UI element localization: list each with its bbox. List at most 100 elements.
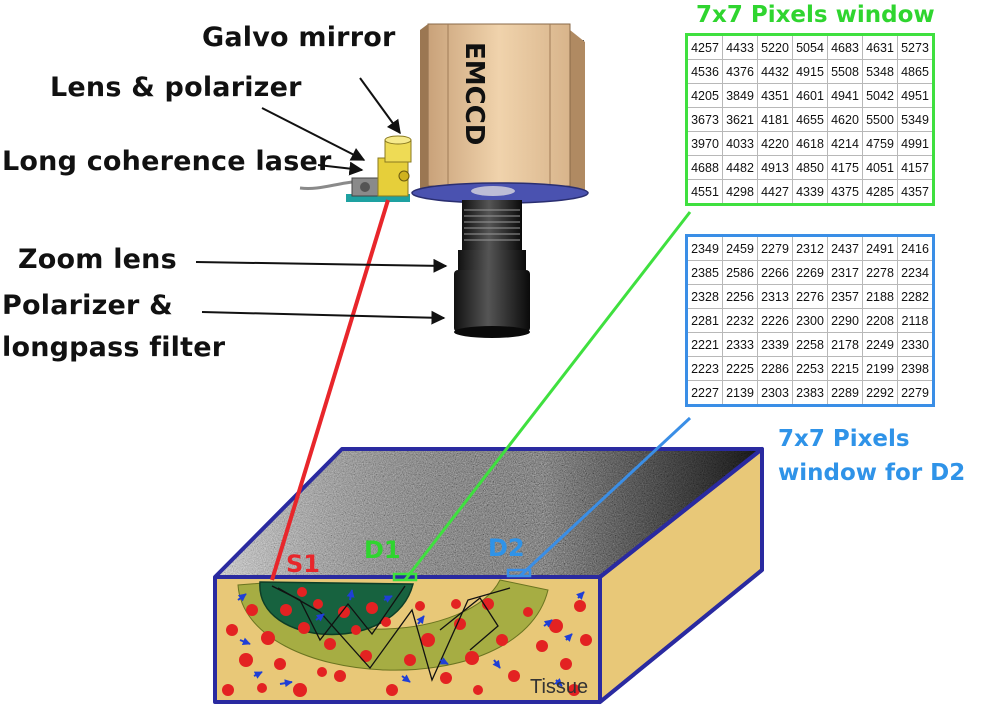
pixel-value-cell: 4991 [897,131,934,156]
pixel-value-cell: 2383 [792,380,828,406]
pixel-value-cell: 4601 [792,83,828,108]
d2-label: D2 [488,534,525,562]
zoom-lens-body [454,200,530,338]
pixel-value-cell: 2234 [897,260,934,285]
pixel-value-cell: 2188 [862,284,898,309]
pixel-value-cell: 2286 [757,356,793,381]
pixel-value-cell: 2253 [792,356,828,381]
d2-sight-line [518,416,692,578]
d1-sight-line [403,211,692,581]
pixel-value-cell: 2385 [686,260,723,285]
d1-label: D1 [364,536,401,564]
emccd-label: EMCCD [459,42,489,145]
pixel-value-cell: 4433 [722,34,758,60]
pixel-value-cell: 4339 [792,179,828,205]
pixel-value-cell: 4298 [722,179,758,205]
pixel-value-cell: 3970 [686,131,723,156]
window-d2-title-line1: 7x7 Pixels [778,426,910,452]
pixel-value-cell: 3849 [722,83,758,108]
pixel-value-cell: 2223 [686,356,723,381]
pixel-value-cell: 4865 [897,59,934,84]
pixel-value-cell: 4941 [827,83,863,108]
pixel-value-cell: 2398 [897,356,934,381]
pixel-value-cell: 4915 [792,59,828,84]
pixel-value-cell: 4913 [757,155,793,180]
tissue-box: Tissue [213,447,764,704]
galvo-mirror-label: Galvo mirror [202,22,396,53]
laser-assembly [299,135,412,202]
pixel-value-cell: 4655 [792,107,828,132]
pixel-value-cell: 2317 [827,260,863,285]
pixel-value-cell: 2225 [722,356,758,381]
pixel-value-cell: 4631 [862,34,898,60]
pixel-value-cell: 4951 [897,83,934,108]
pixel-value-cell: 2278 [862,260,898,285]
pixel-value-cell: 2256 [722,284,758,309]
pixel-value-cell: 2269 [792,260,828,285]
pixel-value-cell: 2289 [827,380,863,406]
pixel-value-cell: 4220 [757,131,793,156]
pixel-value-cell: 2232 [722,308,758,333]
pixel-value-cell: 2459 [722,235,758,261]
pixel-value-cell: 4257 [686,34,723,60]
window-d2-title-line2: window for D2 [778,460,966,486]
pixel-value-cell: 4683 [827,34,863,60]
pixel-value-cell: 5349 [897,107,934,132]
laser-label: Long coherence laser [2,146,332,177]
polarizer-filter-label-line1: Polarizer & [2,290,173,321]
pixel-value-cell: 2328 [686,284,723,309]
pixel-value-cell: 4688 [686,155,723,180]
pixel-value-cell: 4482 [722,155,758,180]
pixel-value-cell: 3673 [686,107,723,132]
pixel-value-cell: 2279 [757,235,793,261]
zoom-lens-label: Zoom lens [18,244,177,275]
pixel-value-cell: 2586 [722,260,758,285]
pixel-value-cell: 4376 [722,59,758,84]
source-beam [270,199,390,581]
pixel-value-cell: 2437 [827,235,863,261]
pixel-value-cell: 4181 [757,107,793,132]
pixel-value-cell: 5273 [897,34,934,60]
pixel-value-cell: 4620 [827,107,863,132]
pixel-value-cell: 2276 [792,284,828,309]
pixel-value-cell: 2199 [862,356,898,381]
photon-paths [222,579,592,697]
pixel-value-cell: 2312 [792,235,828,261]
window-d2-title: 7x7 Pixels window for D2 [778,422,965,490]
pixel-value-cell: 2282 [897,284,934,309]
pixel-value-cell: 4351 [757,83,793,108]
pixel-value-cell: 2227 [686,380,723,406]
pixel-value-cell: 4175 [827,155,863,180]
d2-detector-marker [506,568,532,578]
pixel-value-cell: 2303 [757,380,793,406]
pixel-value-cell: 2292 [862,380,898,406]
polarizer-filter-label-line2: longpass filter [2,332,226,363]
scatterers [222,587,592,697]
lens-polarizer-label: Lens & polarizer [50,72,302,103]
pixel-value-cell: 2339 [757,332,793,357]
pixel-value-cell: 2330 [897,332,934,357]
pixel-value-cell: 2215 [827,356,863,381]
emccd-camera: EMCCD [420,23,585,190]
pixel-value-cell: 2313 [757,284,793,309]
pixel-value-cell: 2491 [862,235,898,261]
pixel-value-cell: 4375 [827,179,863,205]
pixel-value-cell: 4033 [722,131,758,156]
pixel-value-cell: 4285 [862,179,898,205]
pixel-value-cell: 4051 [862,155,898,180]
window-d1-title: 7x7 Pixels window [696,2,935,28]
pixel-value-cell: 2118 [897,308,934,333]
pixel-value-cell: 2416 [897,235,934,261]
